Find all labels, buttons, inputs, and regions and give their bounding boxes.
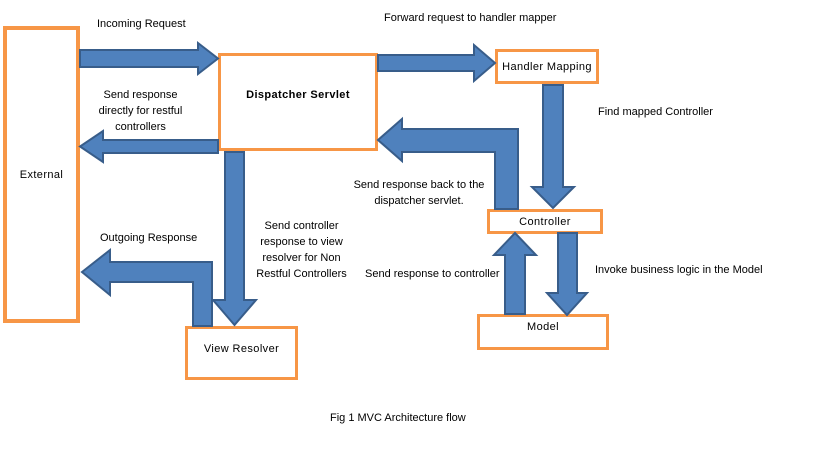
arrow-forward-request	[377, 42, 497, 84]
label-invoke-business-logic: Invoke business logic in the Model	[595, 264, 763, 276]
node-dispatcher-servlet: Dispatcher Servlet	[218, 53, 378, 151]
node-external: External	[3, 26, 80, 323]
arrow-send-response-to-controller	[491, 231, 539, 315]
label-send-controller-response: Send controller response to view resolve…	[256, 220, 347, 280]
arrow-outgoing-response	[80, 247, 213, 327]
node-model: Model	[477, 314, 609, 350]
label-incoming-request: Incoming Request	[97, 18, 186, 30]
node-model-label: Model	[527, 321, 559, 333]
node-handler-mapping: Handler Mapping	[495, 49, 599, 84]
node-dispatcher-servlet-label: Dispatcher Servlet	[246, 89, 350, 101]
figure-caption: Fig 1 MVC Architecture flow	[330, 412, 466, 424]
label-outgoing-response: Outgoing Response	[100, 232, 198, 244]
label-find-mapped-controller: Find mapped Controller	[598, 106, 713, 118]
node-view-resolver: View Resolver	[185, 326, 298, 380]
node-external-label: External	[19, 168, 64, 181]
label-forward-request: Forward request to handler mapper	[384, 12, 557, 24]
label-send-response-directly: Send response directly for restful contr…	[98, 89, 183, 133]
node-view-resolver-label: View Resolver	[203, 343, 280, 355]
label-send-response-to-controller: Send response to controller	[365, 268, 500, 280]
node-controller: Controller	[487, 209, 603, 234]
node-controller-label: Controller	[519, 215, 571, 228]
arrow-send-response-directly	[78, 129, 219, 164]
arrow-incoming-request	[79, 40, 220, 77]
arrow-find-mapped-controller	[529, 84, 577, 210]
arrow-to-view-resolver	[210, 151, 259, 327]
label-send-response-back: Send response back to the dispatcher ser…	[353, 179, 485, 207]
arrow-invoke-business-logic	[544, 232, 590, 317]
node-handler-mapping-label: Handler Mapping	[502, 60, 592, 73]
